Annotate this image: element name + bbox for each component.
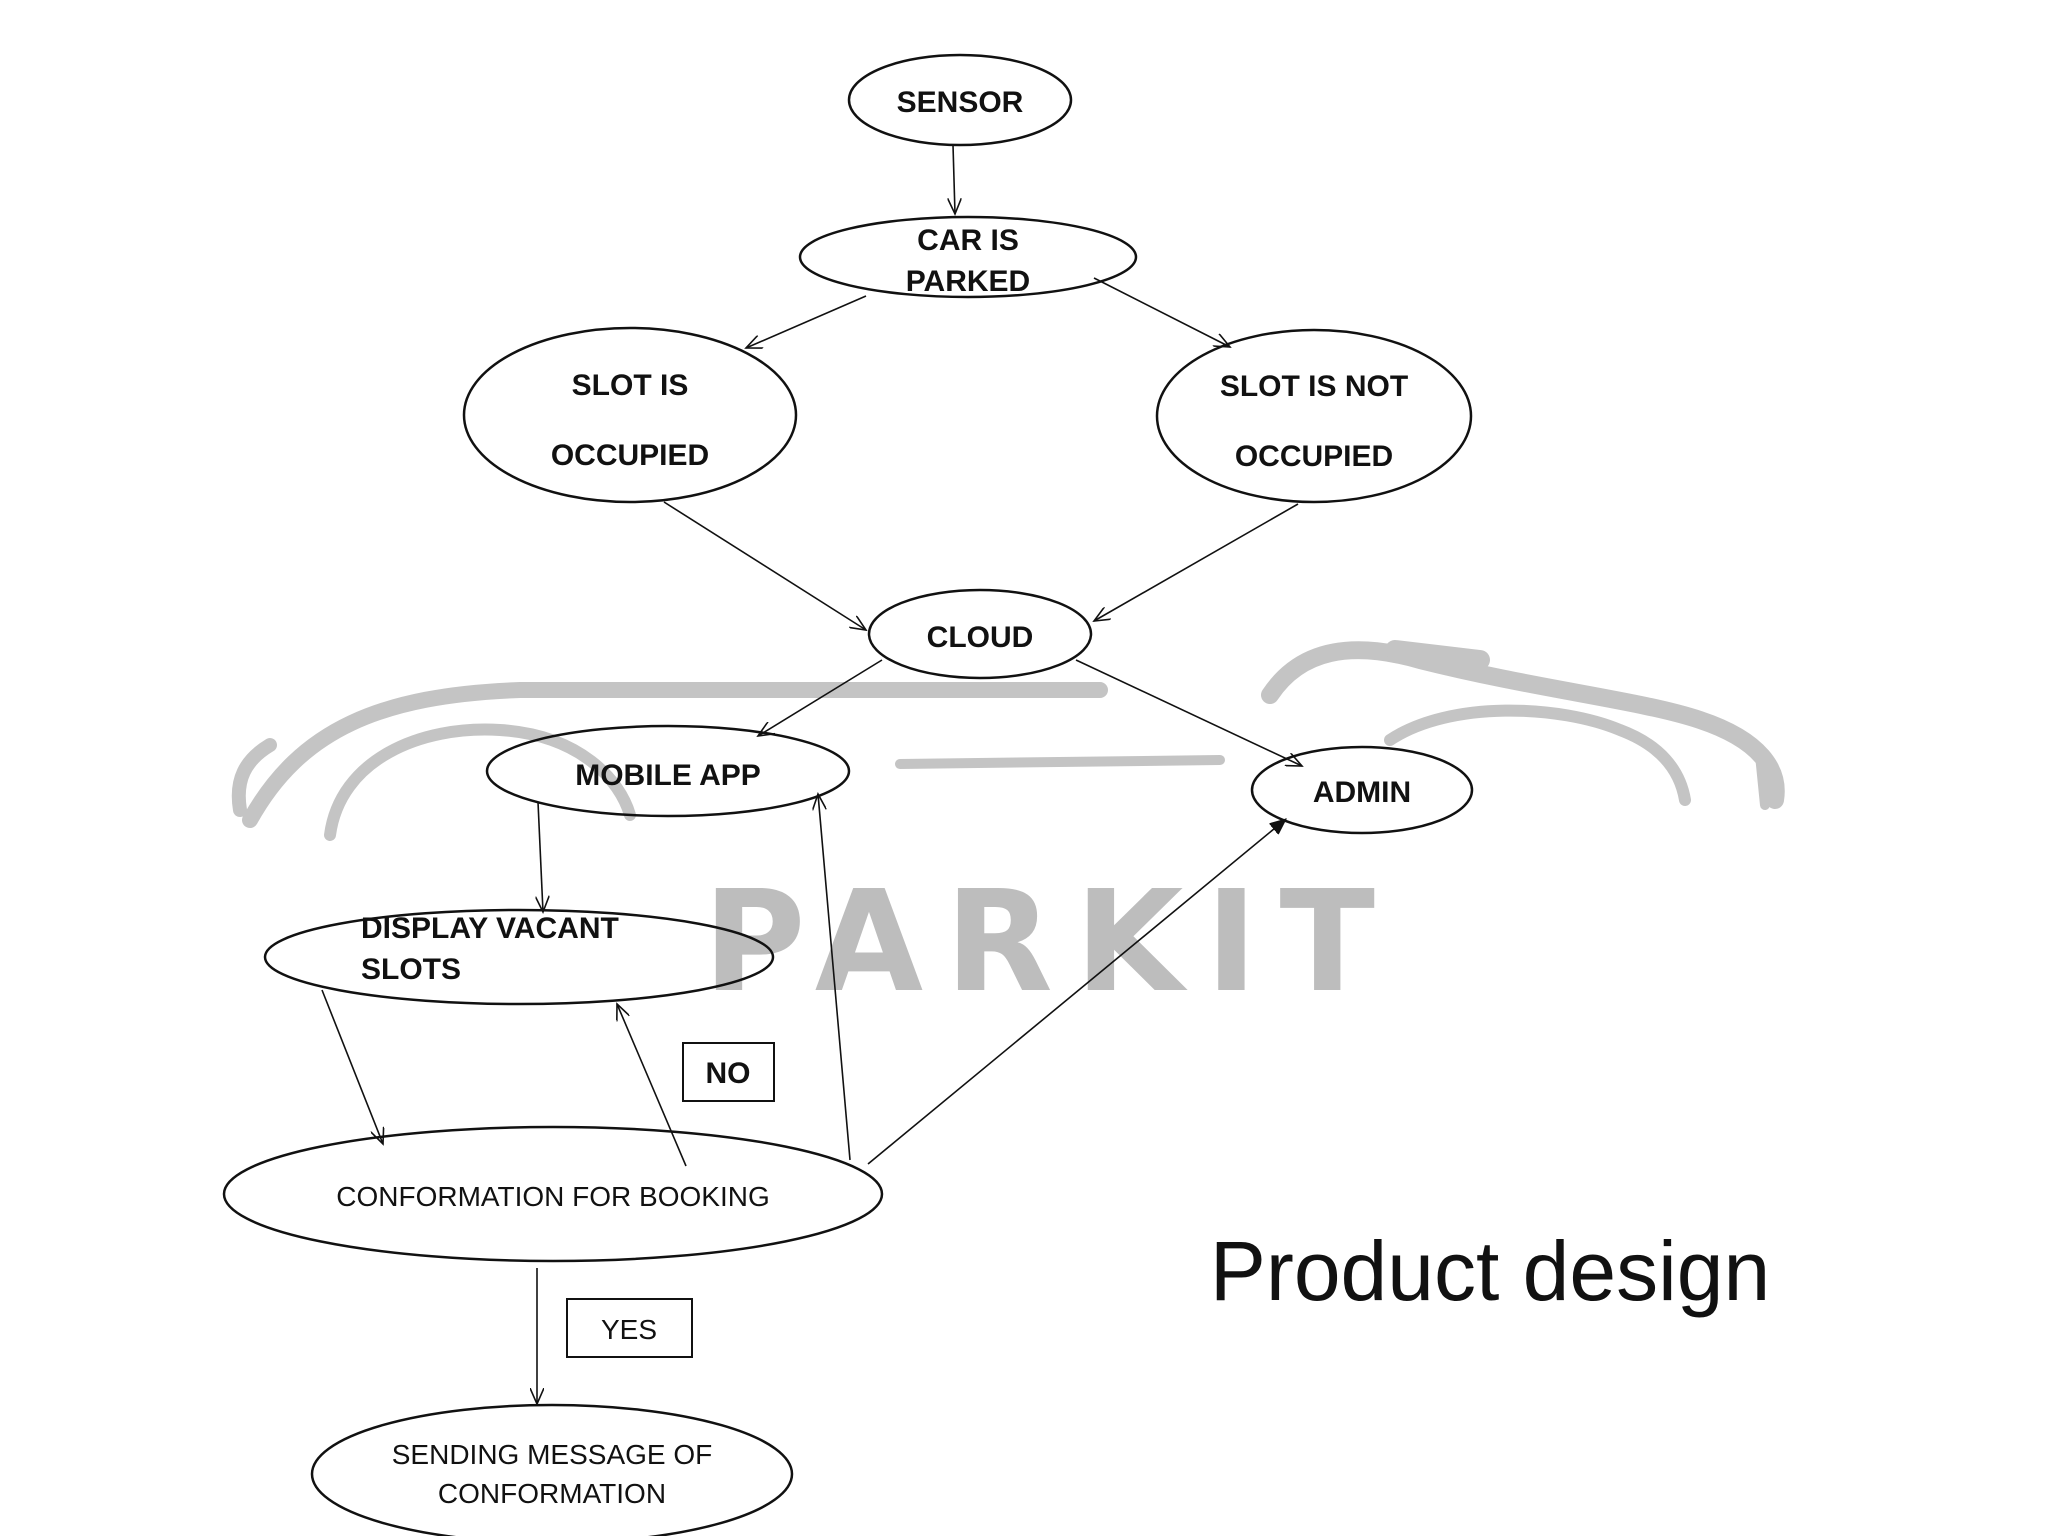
connectors [321,144,1302,1404]
slide-title: Product design [1210,1224,1770,1318]
edge-slot-occupied-to-cloud [663,501,866,630]
node-slot-occupied: SLOT IS OCCUPIED [462,326,798,504]
node-mobile-app: MOBILE APP [485,724,851,818]
label-yes-box: YES [566,1298,693,1358]
edge-mobile-app-to-display [538,801,543,912]
edge-sensor-to-car-parked [953,144,955,214]
car-logo-watermark [231,640,1785,841]
edge-cloud-to-mobile-app [758,659,883,736]
node-display-vacant-line1: DISPLAY VACANT [361,912,619,945]
node-mobile-app-label: MOBILE APP [575,759,761,792]
node-car-parked-line1: CAR IS [917,224,1019,257]
node-display-vacant-line2: SLOTS [361,953,461,986]
node-sending-message: SENDING MESSAGE OF CONFORMATION [310,1403,794,1536]
node-confirmation-label: CONFORMATION FOR BOOKING [336,1181,769,1212]
node-slot-not-occupied: SLOT IS NOT OCCUPIED [1155,328,1473,504]
edge-cloud-to-admin [1075,659,1302,766]
node-car-parked-line2: PARKED [906,265,1030,298]
node-slot-occupied-line1: SLOT IS [572,369,689,402]
node-slot-occupied-line2: OCCUPIED [551,439,709,472]
node-sending-message-line2: CONFORMATION [438,1478,666,1509]
node-slot-not-occupied-line2: OCCUPIED [1235,440,1393,473]
label-no-text: NO [706,1057,751,1090]
node-confirmation-for-booking: CONFORMATION FOR BOOKING [222,1125,884,1263]
edge-car-parked-to-slot-occupied [746,295,867,348]
edge-display-to-confirmation [321,989,383,1144]
node-sensor: SENSOR [847,53,1073,147]
edge-confirmation-to-admin [867,819,1286,1165]
node-display-vacant-slots: DISPLAY VACANT SLOTS [263,908,775,1006]
node-sensor-label: SENSOR [897,86,1024,119]
edge-car-parked-to-slot-not-occupied [1093,277,1230,347]
edge-slot-not-occupied-to-cloud [1094,503,1299,621]
label-yes-text: YES [601,1314,657,1345]
edge-confirmation-to-mobile-app [818,794,851,1161]
label-no-box: NO [682,1042,775,1102]
node-cloud: CLOUD [867,588,1093,680]
edge-confirmation-no-to-display [617,1004,687,1167]
parkit-watermark-text: PARKIT [703,861,1397,1024]
node-car-parked: CAR IS PARKED [798,215,1138,299]
node-admin: ADMIN [1250,745,1474,835]
node-sending-message-line1: SENDING MESSAGE OF [392,1439,713,1470]
node-cloud-label: CLOUD [927,621,1034,654]
node-admin-label: ADMIN [1313,776,1411,809]
node-slot-not-occupied-line1: SLOT IS NOT [1220,370,1408,403]
